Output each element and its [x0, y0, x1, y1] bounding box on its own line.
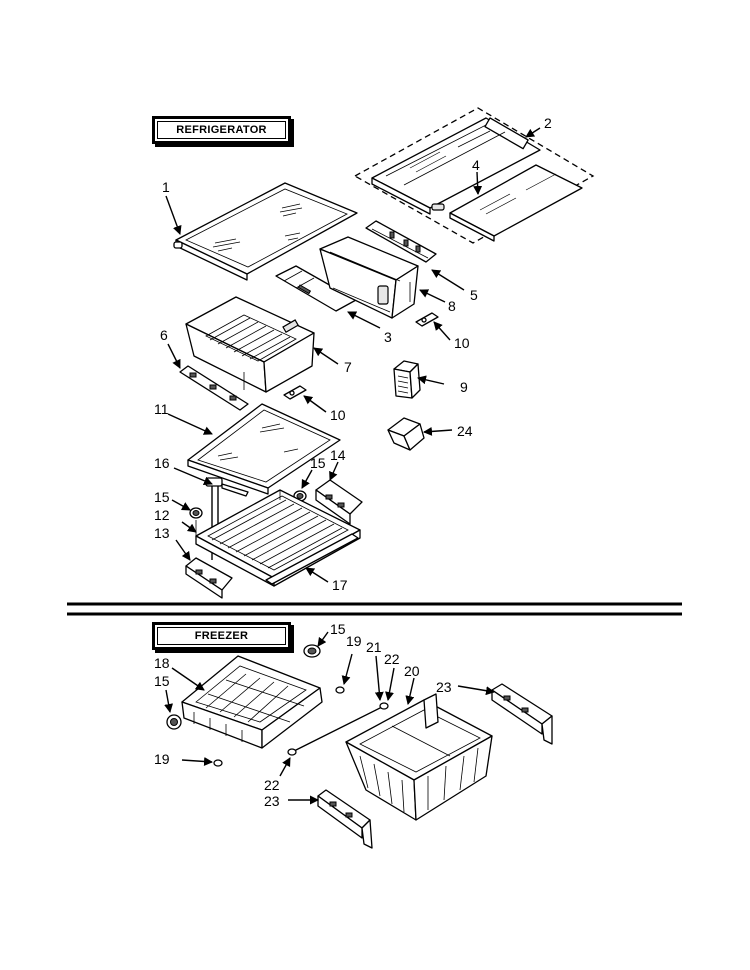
- callout-16: 16: [154, 455, 170, 471]
- cover-rail: [365, 220, 437, 263]
- roller-15-freezer-top: [303, 644, 321, 658]
- glass-shelf-lower: [187, 403, 341, 495]
- slide-bracket-13: [185, 557, 233, 599]
- freezer-label-text: FREEZER: [157, 627, 286, 645]
- callout-4: 4: [472, 157, 480, 173]
- callout-13: 13: [154, 525, 170, 541]
- callout-15-upper: 15: [310, 455, 326, 471]
- callout-labels: 1 2 4 5 8 3 10 6 7 9 10 11 24 16 15 14 1…: [154, 115, 552, 809]
- callout-3: 3: [384, 329, 392, 345]
- callout-19-left: 19: [154, 751, 170, 767]
- leader-lines: [164, 127, 541, 805]
- callout-23-left: 23: [264, 793, 280, 809]
- refrigerator-section-label: REFRIGERATOR: [152, 116, 291, 144]
- slide-rail-23-right: [491, 683, 553, 745]
- callout-10-upper: 10: [454, 335, 470, 351]
- callout-10-lower: 10: [330, 407, 346, 423]
- freezer-section-label: FREEZER: [152, 622, 291, 650]
- slide-rail-23-left: [317, 789, 373, 849]
- roller-15-freezer-left: [166, 714, 182, 730]
- split-shelf-frame: [371, 117, 541, 215]
- callout-18: 18: [154, 655, 170, 671]
- slide-upper: [415, 312, 439, 327]
- freezer-bin: [345, 693, 493, 821]
- callout-2: 2: [544, 115, 552, 131]
- freezer-basket: [181, 655, 323, 749]
- glass-shelf-top: [173, 182, 358, 281]
- callout-11: 11: [154, 401, 169, 417]
- callout-5: 5: [470, 287, 478, 303]
- callout-6: 6: [160, 327, 168, 343]
- callout-21: 21: [366, 639, 382, 655]
- callout-22-bottom: 22: [264, 777, 280, 793]
- small-pan: [319, 236, 419, 319]
- clip-24: [387, 417, 425, 451]
- trim-strip: [265, 533, 359, 585]
- callout-23-right: 23: [436, 679, 452, 695]
- callout-1: 1: [162, 179, 170, 195]
- half-shelf: [449, 164, 583, 242]
- callout-22-top: 22: [384, 651, 400, 667]
- callout-9: 9: [460, 379, 468, 395]
- upper-shelf-group-outline: [353, 107, 595, 244]
- refrigerator-label-text: REFRIGERATOR: [157, 121, 286, 139]
- callout-8: 8: [448, 298, 456, 314]
- callout-24: 24: [457, 423, 473, 439]
- freezer-rod: [287, 702, 389, 756]
- filter-cartridge: [393, 360, 421, 399]
- callout-19-right: 19: [346, 633, 362, 649]
- callout-17: 17: [332, 577, 348, 593]
- callout-7: 7: [344, 359, 352, 375]
- callout-15-freezer-top: 15: [330, 621, 346, 637]
- drawer-slide-6: [179, 365, 249, 411]
- callout-20: 20: [404, 663, 420, 679]
- slide-bracket-14: [315, 479, 363, 525]
- deli-drawer: [185, 296, 315, 393]
- roller-15-left: [189, 507, 203, 519]
- callout-15-freezer-left: 15: [154, 673, 170, 689]
- callout-12: 12: [154, 507, 170, 523]
- callout-15-left: 15: [154, 489, 170, 505]
- pin-19-right: [335, 686, 345, 694]
- callout-14: 14: [330, 447, 346, 463]
- pin-19-left: [213, 759, 223, 767]
- slide-lower: [283, 385, 307, 400]
